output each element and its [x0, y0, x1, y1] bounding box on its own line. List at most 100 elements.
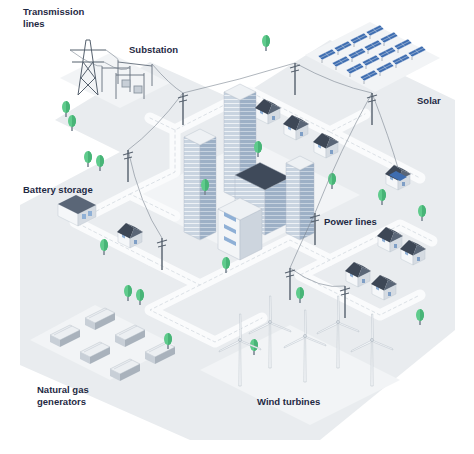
- houses-part: [389, 171, 407, 181]
- trees-part: [254, 141, 262, 157]
- substation-part: [116, 73, 117, 99]
- generators-part: [80, 342, 110, 364]
- wind-turbines-part: [317, 296, 359, 368]
- city-buildings-part: [218, 198, 262, 220]
- power-wires-part: [183, 63, 295, 93]
- substation-part: [122, 80, 130, 87]
- part-label: Battery storage: [22, 184, 94, 196]
- generators-part: [85, 308, 115, 330]
- generators-part: [145, 342, 175, 364]
- city-buildings-part: [235, 163, 290, 191]
- solar-panels-part: [408, 46, 426, 60]
- power-wires-part: [128, 93, 183, 150]
- utility-poles-part: [157, 238, 167, 270]
- transmission-tower-part: [90, 40, 98, 95]
- trees-part: [164, 333, 172, 349]
- part-label: Power lines: [323, 216, 378, 228]
- wind-turbines-part: [351, 314, 393, 386]
- solar-panels-part: [334, 41, 352, 55]
- power-wires-part: [290, 268, 345, 287]
- city-buildings-part: [224, 212, 236, 222]
- substation: [102, 60, 152, 99]
- city-buildings-part: [184, 137, 200, 240]
- trees-part: [68, 115, 76, 131]
- transmission-tower-part: [86, 40, 90, 41]
- city-buildings: [184, 84, 314, 260]
- houses-part: [400, 240, 426, 265]
- city-buildings-part: [224, 236, 236, 246]
- solar-panels-part: [364, 40, 382, 54]
- houses-part: [377, 227, 403, 252]
- solar-panels-part: [348, 48, 366, 62]
- utility-poles: [123, 63, 377, 318]
- power-wires-part: [106, 50, 118, 60]
- trees-part: [124, 285, 132, 301]
- utility-poles-part: [178, 93, 188, 125]
- houses-part: [371, 275, 397, 300]
- houses: [117, 99, 426, 300]
- substation-part: [144, 73, 145, 99]
- houses-part: [283, 115, 309, 140]
- power-wires-part: [152, 64, 183, 93]
- trees-part: [100, 239, 108, 255]
- substation-part: [130, 66, 131, 92]
- solar-panels-part: [378, 47, 396, 61]
- solar-panels-part: [362, 55, 380, 69]
- trees-part: [296, 287, 304, 303]
- utility-poles-part: [285, 268, 295, 300]
- solar-panels-part: [392, 54, 410, 68]
- city-buildings-part: [286, 156, 314, 170]
- trees-part: [378, 189, 386, 205]
- utility-poles-part: [340, 286, 350, 318]
- part-label: Substation: [128, 44, 179, 56]
- trees: [62, 35, 426, 355]
- power-wires-part: [315, 93, 372, 213]
- transmission-tower-part: [70, 50, 106, 51]
- substation-part: [102, 66, 103, 92]
- transmission-tower-part: [78, 78, 95, 95]
- ground-part: [60, 53, 170, 108]
- roads: [75, 92, 432, 342]
- battery-building: [58, 195, 96, 226]
- power-wires-part: [295, 63, 372, 93]
- substation-part: [134, 86, 142, 93]
- ground-part: [305, 22, 440, 92]
- utility-poles-part: [310, 213, 320, 245]
- trees-part: [136, 289, 144, 305]
- city-buildings-part: [200, 137, 216, 240]
- transmission-tower: [70, 40, 106, 95]
- city-buildings-part: [224, 224, 236, 234]
- trees-part: [96, 155, 104, 171]
- solar-panels-part: [350, 33, 368, 47]
- utility-poles-part: [290, 63, 300, 95]
- houses-part: [255, 99, 281, 124]
- generators-part: [115, 325, 145, 347]
- houses-part: [345, 262, 371, 287]
- trees-part: [62, 101, 70, 117]
- wind-turbines-part: [249, 296, 291, 368]
- city-buildings-part: [300, 163, 314, 240]
- substation-part: [118, 60, 119, 84]
- trees-part: [328, 173, 336, 189]
- substation-part: [118, 62, 152, 66]
- city-buildings-part: [286, 163, 300, 240]
- utility-poles-part: [123, 150, 133, 182]
- power-wires-part: [372, 93, 398, 168]
- part-label: Transmission lines: [22, 6, 94, 30]
- solar-panels-part: [346, 63, 364, 77]
- wind-turbines-part: [284, 310, 326, 382]
- ground-part: [20, 40, 455, 440]
- part-label: Natural gas generators: [36, 384, 102, 408]
- part-label: Wind turbines: [256, 396, 321, 408]
- trees-part: [262, 35, 270, 51]
- solar-panels-part: [332, 56, 350, 70]
- wind-turbines-part: [219, 314, 261, 386]
- trees-part: [416, 309, 424, 325]
- transmission-tower-part: [81, 78, 98, 95]
- ground: [20, 22, 455, 440]
- roads-part: [75, 92, 432, 342]
- solar-panels: [318, 25, 426, 84]
- substation-part: [152, 64, 153, 86]
- city-buildings-part: [184, 129, 216, 145]
